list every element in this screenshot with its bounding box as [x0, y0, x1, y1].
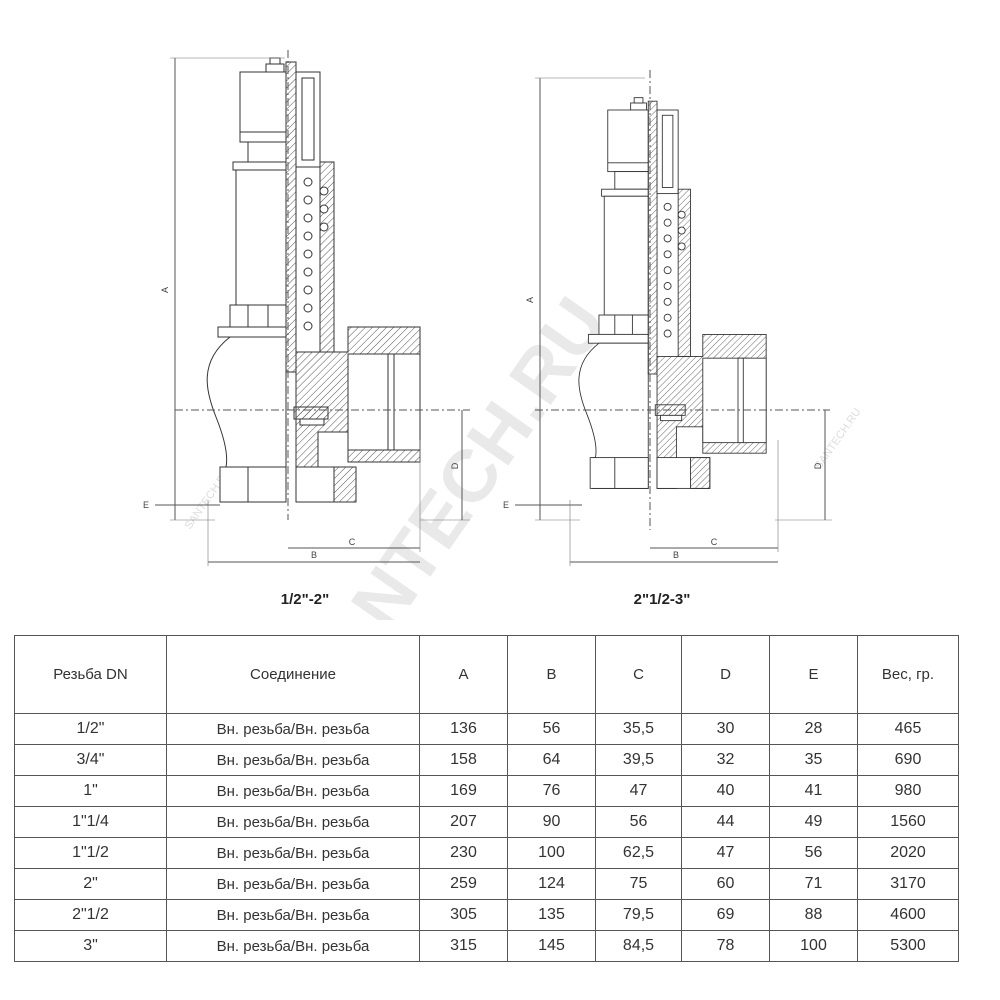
table-cell: 315	[419, 930, 508, 962]
table-cell: 465	[857, 713, 959, 745]
table-cell: Вн. резьба/Вн. резьба	[166, 806, 420, 838]
valve-drawing-small: A E D C B 1/2"-2"	[143, 50, 470, 608]
valve-drawings: SANTECH.RU SANTECH.RU SANTECH.RU A E D C…	[143, 50, 864, 620]
table-cell: 5300	[857, 930, 959, 962]
header-d: D	[681, 635, 770, 714]
table-cell: Вн. резьба/Вн. резьба	[166, 899, 420, 931]
table-cell: 124	[507, 868, 596, 900]
table-row: 2"1/2 Вн. резьба/Вн. резьба 305 135 79,5…	[14, 899, 959, 931]
table-cell: 64	[507, 744, 596, 776]
table-cell: 28	[769, 713, 858, 745]
left-drawing-caption: 1/2"-2"	[281, 591, 329, 608]
table-cell: 76	[507, 775, 596, 807]
table-cell: 100	[507, 837, 596, 869]
table-cell: 44	[681, 806, 770, 838]
header-e: E	[769, 635, 858, 714]
table-cell: 207	[419, 806, 508, 838]
table-cell: 1"1/2	[14, 837, 167, 869]
table-cell: 145	[507, 930, 596, 962]
table-cell: 2"1/2	[14, 899, 167, 931]
table-cell: Вн. резьба/Вн. резьба	[166, 775, 420, 807]
table-cell: 69	[681, 899, 770, 931]
table-cell: 41	[769, 775, 858, 807]
table-cell: 30	[681, 713, 770, 745]
header-c: C	[595, 635, 682, 714]
table-row: 2" Вн. резьба/Вн. резьба 259 124 75 60 7…	[14, 868, 959, 900]
table-cell: 56	[507, 713, 596, 745]
table-cell: 88	[769, 899, 858, 931]
table-row: 1" Вн. резьба/Вн. резьба 169 76 47 40 41…	[14, 775, 959, 807]
table-cell: 158	[419, 744, 508, 776]
table-cell: 90	[507, 806, 596, 838]
table-row: 1/2" Вн. резьба/Вн. резьба 136 56 35,5 3…	[14, 713, 959, 745]
table-cell: Вн. резьба/Вн. резьба	[166, 837, 420, 869]
specification-table: Резьба DN Соединение A B C D E Вес, гр. …	[14, 635, 959, 962]
watermark-small: SANTECH.RU	[813, 406, 864, 472]
table-cell: 78	[681, 930, 770, 962]
table-row: 3/4" Вн. резьба/Вн. резьба 158 64 39,5 3…	[14, 744, 959, 776]
dimension-c-label: C	[349, 537, 356, 547]
dimension-b-label: B	[673, 550, 679, 560]
dimension-e-label: E	[503, 500, 509, 510]
table-cell: 35	[769, 744, 858, 776]
table-cell: 3170	[857, 868, 959, 900]
header-thread-dn: Резьба DN	[14, 635, 167, 714]
dimension-c-label: C	[711, 537, 718, 547]
table-row: 1"1/4 Вн. резьба/Вн. резьба 207 90 56 44…	[14, 806, 959, 838]
table-cell: 136	[419, 713, 508, 745]
table-cell: 79,5	[595, 899, 682, 931]
table-cell: 84,5	[595, 930, 682, 962]
header-weight: Вес, гр.	[857, 635, 959, 714]
right-drawing-caption: 2"1/2-3"	[634, 591, 691, 608]
dimension-e-label: E	[143, 500, 149, 510]
table-cell: 169	[419, 775, 508, 807]
table-cell: 56	[595, 806, 682, 838]
header-connection: Соединение	[166, 635, 420, 714]
table-cell: 305	[419, 899, 508, 931]
header-a: A	[419, 635, 508, 714]
dimension-a-label: A	[525, 297, 535, 303]
table-cell: 2020	[857, 837, 959, 869]
dimension-d-label: D	[813, 462, 823, 469]
table-cell: 35,5	[595, 713, 682, 745]
valve-drawing-large: A E D C B 2"1/2-3"	[503, 70, 832, 608]
table-cell: 62,5	[595, 837, 682, 869]
table-cell: 49	[769, 806, 858, 838]
header-b: B	[507, 635, 596, 714]
table-cell: 32	[681, 744, 770, 776]
table-cell: 2"	[14, 868, 167, 900]
table-cell: 40	[681, 775, 770, 807]
table-cell: 56	[769, 837, 858, 869]
table-cell: 75	[595, 868, 682, 900]
table-cell: 690	[857, 744, 959, 776]
table-cell: 135	[507, 899, 596, 931]
table-cell: 4600	[857, 899, 959, 931]
dimension-a-label: A	[160, 287, 170, 293]
table-cell: Вн. резьба/Вн. резьба	[166, 868, 420, 900]
table-row: 3" Вн. резьба/Вн. резьба 315 145 84,5 78…	[14, 930, 959, 962]
table-cell: 3/4"	[14, 744, 167, 776]
table-row: 1"1/2 Вн. резьба/Вн. резьба 230 100 62,5…	[14, 837, 959, 869]
table-cell: 100	[769, 930, 858, 962]
dimension-d-label: D	[450, 462, 460, 469]
table-cell: 1560	[857, 806, 959, 838]
table-cell: 47	[681, 837, 770, 869]
table-cell: 1"1/4	[14, 806, 167, 838]
table-header-row: Резьба DN Соединение A B C D E Вес, гр.	[14, 635, 959, 714]
table-cell: 71	[769, 868, 858, 900]
dimension-b-label: B	[311, 550, 317, 560]
table-cell: 259	[419, 868, 508, 900]
table-cell: 1"	[14, 775, 167, 807]
table-cell: 60	[681, 868, 770, 900]
table-cell: 230	[419, 837, 508, 869]
table-cell: Вн. резьба/Вн. резьба	[166, 744, 420, 776]
table-cell: 980	[857, 775, 959, 807]
table-cell: 3"	[14, 930, 167, 962]
table-cell: Вн. резьба/Вн. резьба	[166, 930, 420, 962]
table-cell: 39,5	[595, 744, 682, 776]
table-cell: Вн. резьба/Вн. резьба	[166, 713, 420, 745]
table-cell: 47	[595, 775, 682, 807]
table-cell: 1/2"	[14, 713, 167, 745]
